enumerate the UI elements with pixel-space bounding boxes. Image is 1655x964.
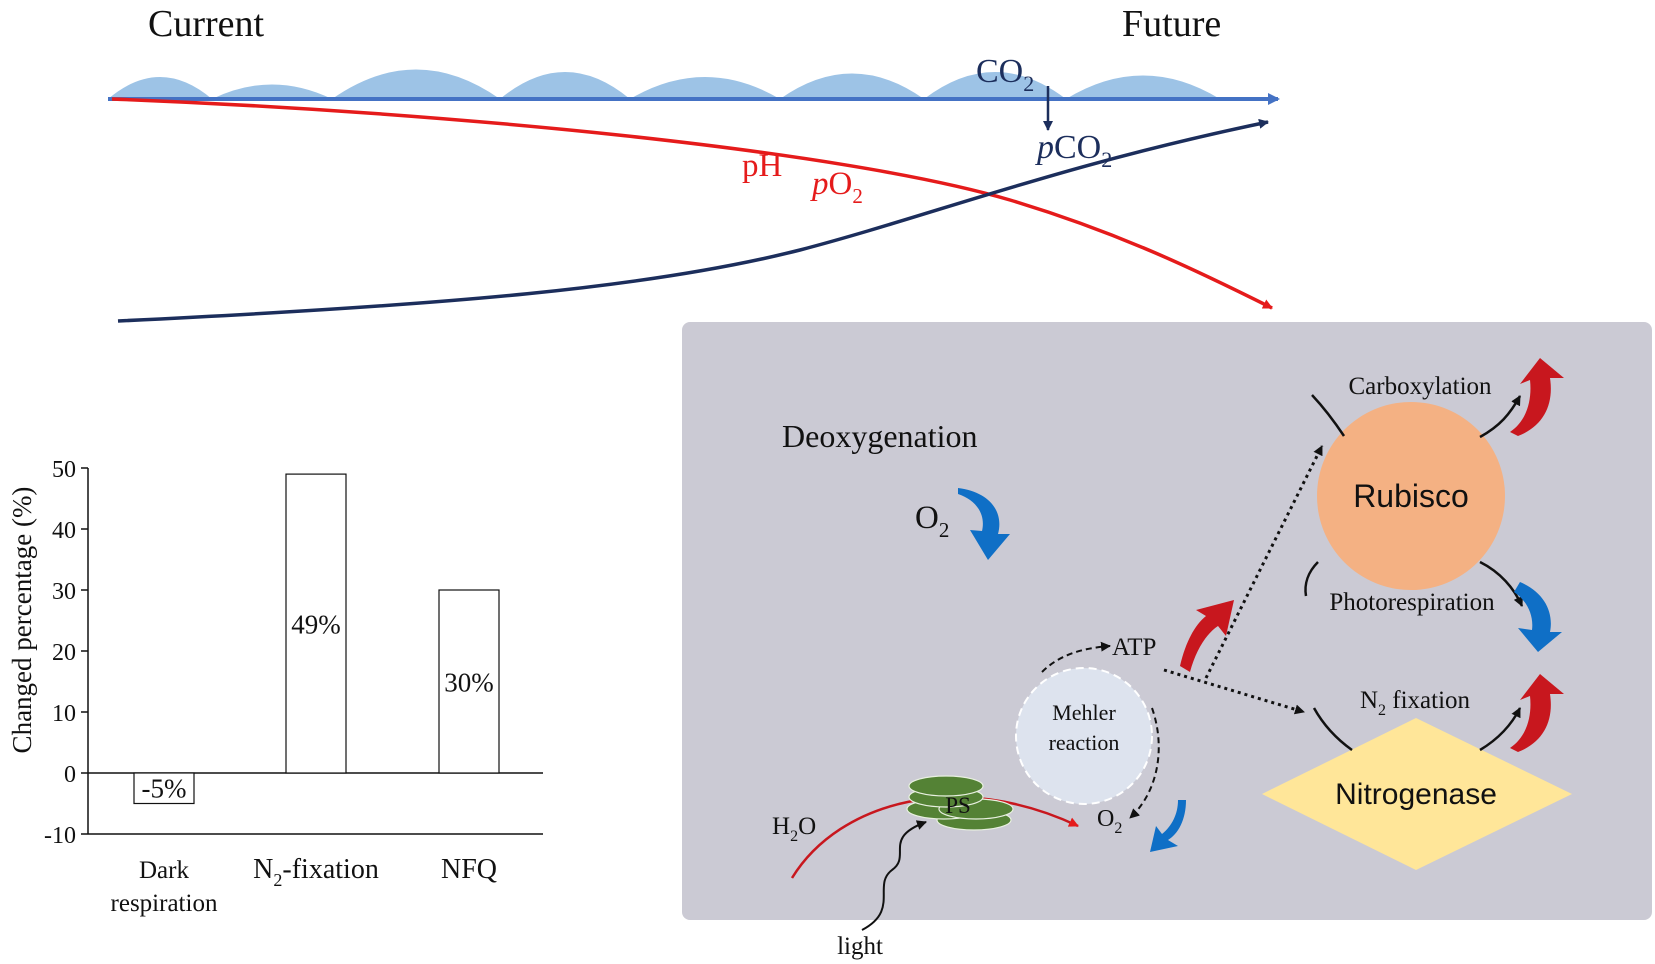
data-label: -5% [142,773,187,803]
o2-decrease-arrow-icon [958,488,1010,560]
nitrogenase-diamond [1262,718,1572,870]
ocean-waves [108,69,1220,99]
bar [438,589,500,774]
carboxylation-label: Carboxylation [1348,373,1492,400]
chart-axes: -10 0 10 20 30 40 50 [44,457,543,849]
mehler-to-o2-arrow [1129,707,1160,819]
y-axis-label: Changed percentage (%) [7,487,37,754]
ph-label: pH [742,148,782,184]
y-tick-label: 20 [52,640,76,666]
n2-fixation-out-arrow [1479,707,1522,752]
atp-to-nitrogenase-dotted-arrow [1163,668,1305,715]
data-label: 30% [444,668,494,698]
light-squiggle-arrow [861,820,927,931]
current-label: Current [148,3,265,45]
x-tick-label: N2-fixation [253,854,379,890]
bar [285,473,347,774]
rubisco-label: Rubisco [1353,478,1469,514]
data-label: 49% [291,610,341,640]
ph-po2-decline-curve [111,97,1273,310]
x-tick-label: respiration [111,890,218,917]
n2-fixation-increase-arrow-icon [1510,674,1564,752]
o2-big-label: O2 [915,500,949,542]
pco2-label: pCO2 [1035,129,1112,172]
carboxylation-increase-arrow-icon [1510,358,1564,436]
chart-labels: -5% 49% 30% Dark respiration N2-fixation NFQ [111,610,497,917]
y-tick-label: 40 [52,518,76,544]
atp-to-rubisco-dotted-arrow [1204,445,1324,679]
ps-label: PS [945,793,971,818]
bar [133,772,195,805]
photorespiration-in-arc [1304,561,1319,597]
photorespiration-label: Photorespiration [1329,589,1495,616]
x-tick-label: NFQ [441,854,497,885]
y-tick-label: -10 [44,823,76,849]
light-label: light [837,933,883,960]
carboxylation-out-arrow [1479,395,1522,439]
mehler-circle [1015,667,1153,805]
cell-panel: Deoxygenation O2 H2O PS light Mehler rea… [682,322,1652,960]
y-tick-label: 10 [52,701,76,727]
nitrogenase-label: Nitrogenase [1335,778,1497,811]
y-tick-label: 50 [52,457,76,483]
n2-fixation-label: N2 fixation [1360,687,1471,719]
mehler-label-line1: Mehler [1052,700,1116,725]
photorespiration-decrease-arrow-icon [1514,582,1562,652]
atp-label: ATP [1112,634,1156,661]
n2-fixation-in-arc [1312,707,1353,752]
carboxylation-in-arc [1311,394,1346,437]
y-tick-label: 0 [64,762,76,788]
photorespiration-out-arrow [1479,560,1524,607]
bar-chart: Changed percentage (%) -10 0 10 20 30 40 50 -5… [7,457,543,917]
pco2-rise-curve [117,118,1269,323]
photosystem-icon [906,775,1014,831]
co2-label: CO2 [976,53,1034,96]
mehler-label-line2: reaction [1049,730,1120,755]
future-label: Future [1122,3,1221,45]
o2-small-label: O2 [1097,806,1122,837]
rubisco-circle [1317,402,1505,590]
atp-increase-arrow-icon [1180,600,1234,672]
o2-small-decrease-arrow-icon [1150,800,1186,852]
po2-label: pO2 [810,166,863,208]
h2o-label: H2O [772,813,816,845]
electron-flow-curve [790,795,1079,879]
x-tick-label: Dark [139,857,189,884]
y-tick-label: 30 [52,579,76,605]
chart-bars [133,473,500,805]
timeline: Current Future CO2 pCO2 pH pO2 [108,3,1280,323]
deoxygenation-label: Deoxygenation [782,418,978,454]
